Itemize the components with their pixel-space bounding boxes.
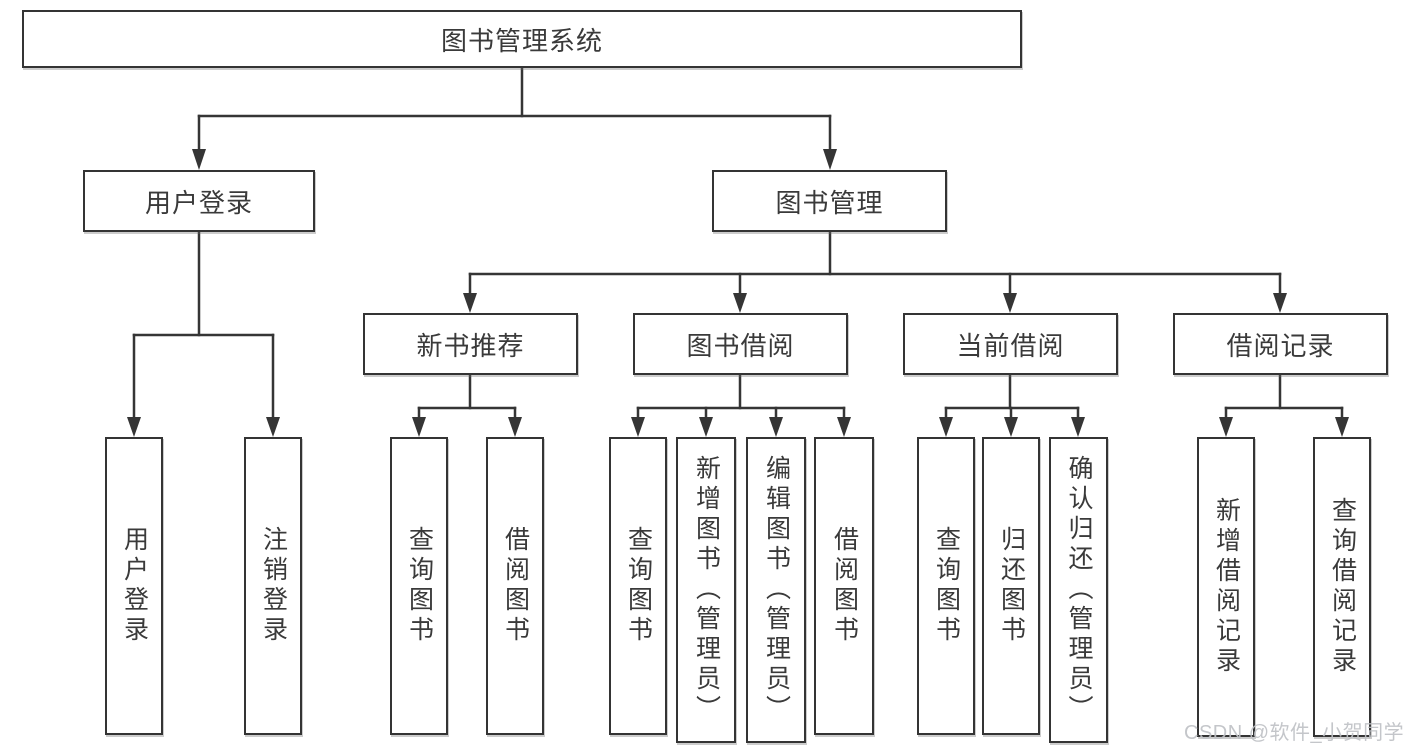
node-book-borrowing: 图书借阅 bbox=[633, 313, 848, 375]
node-current-borrowing: 当前借阅 bbox=[903, 313, 1118, 375]
leaf-user-login: 用户登录 bbox=[105, 437, 163, 735]
node-library-management-system: 图书管理系统 bbox=[22, 10, 1022, 68]
leaf-query-books-recommend: 查询图书 bbox=[390, 437, 448, 735]
leaf-add-borrow-record: 新增借阅记录 bbox=[1197, 437, 1255, 737]
leaf-logout: 注销登录 bbox=[244, 437, 302, 735]
leaf-query-books-borrow: 查询图书 bbox=[609, 437, 667, 735]
node-book-management: 图书管理 bbox=[712, 170, 947, 232]
leaf-query-books-current: 查询图书 bbox=[917, 437, 975, 735]
csdn-watermark: CSDN @软件_小贺同学 bbox=[1184, 722, 1405, 744]
leaf-query-borrow-record: 查询借阅记录 bbox=[1313, 437, 1371, 737]
node-user-login-group: 用户登录 bbox=[83, 170, 315, 232]
leaf-confirm-return-admin: 确认归还（管理员） bbox=[1049, 437, 1108, 743]
node-new-book-recommendation: 新书推荐 bbox=[363, 313, 578, 375]
leaf-borrow-books: 借阅图书 bbox=[814, 437, 874, 735]
leaf-add-book-admin: 新增图书（管理员） bbox=[676, 437, 736, 743]
leaf-return-book: 归还图书 bbox=[982, 437, 1040, 735]
node-borrowing-records: 借阅记录 bbox=[1173, 313, 1388, 375]
leaf-borrow-books-recommend: 借阅图书 bbox=[486, 437, 544, 735]
arrowheads bbox=[127, 149, 1349, 437]
leaf-edit-book-admin: 编辑图书（管理员） bbox=[746, 437, 806, 743]
